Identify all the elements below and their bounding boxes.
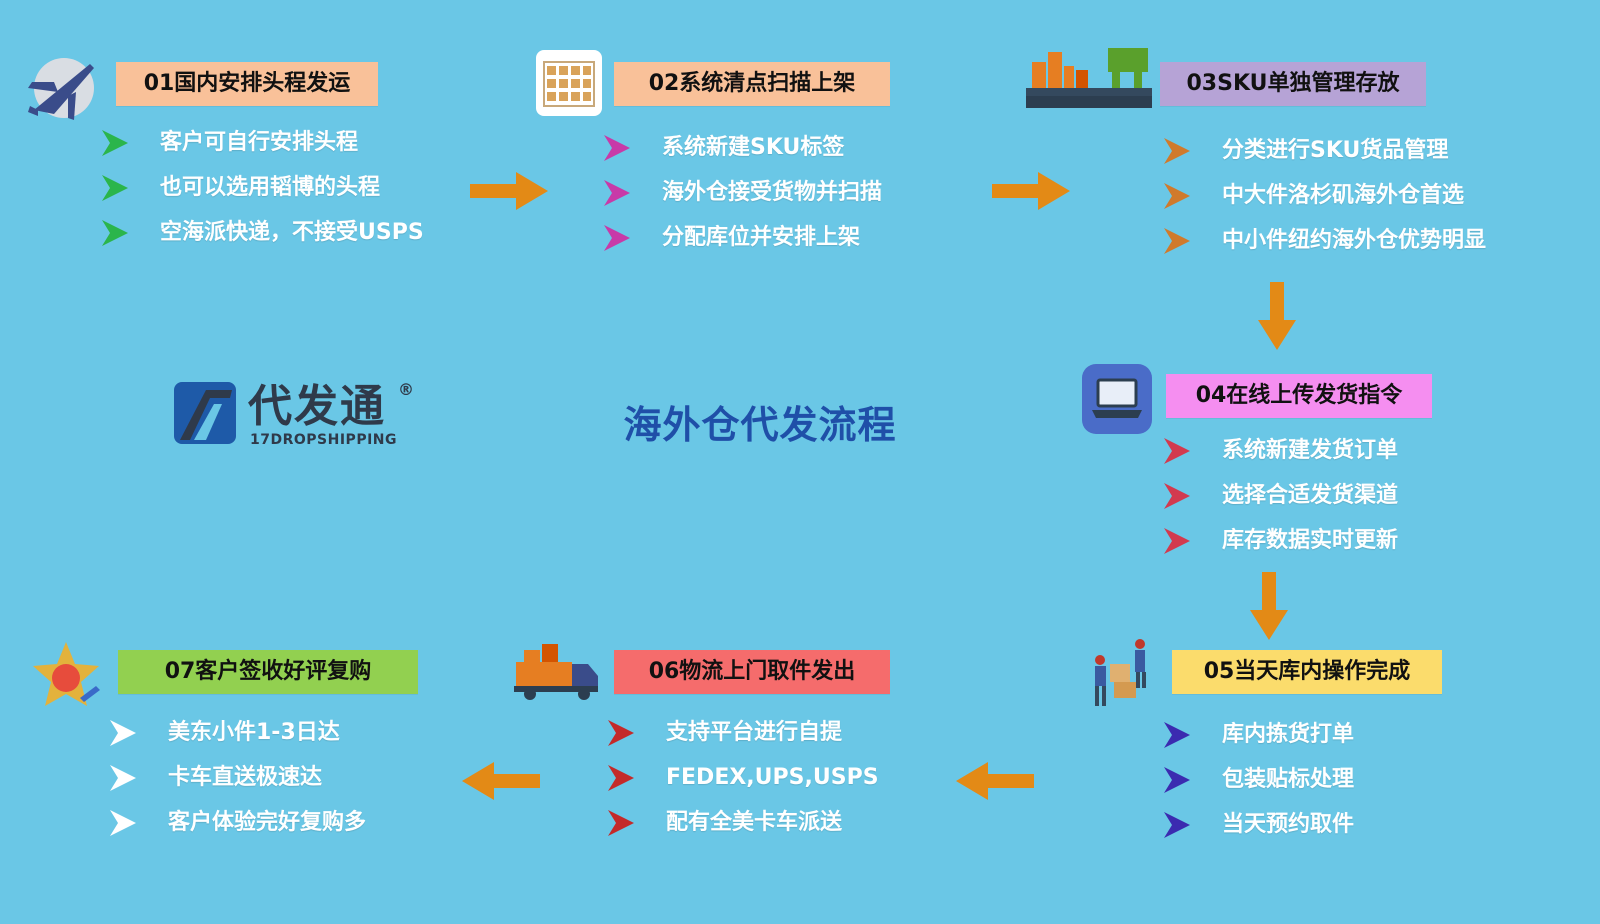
step-5-bullet: 包装贴标处理: [1162, 757, 1354, 802]
arrow-down-icon: [1250, 572, 1288, 640]
chevron-right-icon: [608, 720, 634, 746]
step-1-bullet: 空海派快递，不接受USPS: [100, 210, 424, 255]
step-6-bullet: 配有全美卡车派送: [606, 800, 879, 845]
step-1-bullets: 客户可自行安排头程 也可以选用韬博的头程 空海派快递，不接受USPS: [100, 120, 424, 255]
step-1-bullet: 客户可自行安排头程: [100, 120, 424, 165]
step-3-bullet: 中大件洛杉矶海外仓首选: [1162, 173, 1486, 218]
arrow-right-icon: [992, 172, 1070, 210]
chevron-right-icon: [102, 220, 128, 246]
arrow-right-icon: [470, 172, 548, 210]
brand-logo: 代发通 ® 17DROPSHIPPING: [170, 380, 430, 460]
arrow-left-icon: [462, 762, 540, 800]
chevron-right-icon: [604, 225, 630, 251]
step-2-bullet: 海外仓接受货物并扫描: [602, 170, 882, 215]
step-2-bullets: 系统新建SKU标签 海外仓接受货物并扫描 分配库位并安排上架: [602, 125, 882, 260]
chevron-right-icon: [110, 765, 136, 791]
step-7-bullet: 客户体验完好复购多: [108, 800, 366, 845]
step-1-bullet: 也可以选用韬博的头程: [100, 165, 424, 210]
step-7-bullet: 卡车直送极速达: [108, 755, 366, 800]
chevron-right-icon: [102, 175, 128, 201]
chevron-right-icon: [604, 180, 630, 206]
chevron-right-icon: [1164, 812, 1190, 838]
brand-tagline: 17DROPSHIPPING: [250, 432, 397, 448]
chevron-right-icon: [1164, 183, 1190, 209]
step-2-bullet: 分配库位并安排上架: [602, 215, 882, 260]
step-7-bullet: 美东小件1-3日达: [108, 710, 366, 755]
chevron-right-icon: [1164, 483, 1190, 509]
step-5-bullet: 库内拣货打单: [1162, 712, 1354, 757]
storage-racks-icon: [1026, 48, 1152, 114]
brand-name: 代发通: [248, 381, 386, 432]
step-6-bullets: 支持平台进行自提 FEDEX,UPS,USPS 配有全美卡车派送: [606, 710, 879, 845]
step-3-bullet: 分类进行SKU货品管理: [1162, 128, 1486, 173]
step-6-bullet: FEDEX,UPS,USPS: [606, 755, 879, 800]
arrow-down-icon: [1258, 282, 1296, 350]
chevron-right-icon: [110, 720, 136, 746]
step-4-bullets: 系统新建发货订单 选择合适发货渠道 库存数据实时更新: [1162, 428, 1398, 563]
star-badge-icon: [30, 640, 102, 716]
brand-registered-mark: ®: [398, 380, 414, 399]
step-5-bullets: 库内拣货打单 包装贴标处理 当天预约取件: [1162, 712, 1354, 847]
step-4-bullet: 库存数据实时更新: [1162, 518, 1398, 563]
step-2-title: 02系统清点扫描上架: [614, 62, 890, 106]
arrow-left-icon: [956, 762, 1034, 800]
chevron-right-icon: [102, 130, 128, 156]
chevron-right-icon: [1164, 722, 1190, 748]
chevron-right-icon: [604, 135, 630, 161]
step-7-bullets: 美东小件1-3日达 卡车直送极速达 客户体验完好复购多: [108, 710, 366, 845]
chevron-right-icon: [608, 810, 634, 836]
diagram-title: 海外仓代发流程: [623, 403, 897, 447]
step-6-bullet: 支持平台进行自提: [606, 710, 879, 755]
chevron-right-icon: [1164, 438, 1190, 464]
step-3-bullet: 中小件纽约海外仓优势明显: [1162, 218, 1486, 263]
workers-boxes-icon: [1092, 638, 1152, 714]
chevron-right-icon: [1164, 767, 1190, 793]
warehouse-shelf-icon: [536, 50, 602, 120]
chevron-right-icon: [1164, 228, 1190, 254]
step-1-title: 01国内安排头程发运: [116, 62, 378, 106]
step-2-bullet: 系统新建SKU标签: [602, 125, 882, 170]
brand-mark-icon: [174, 382, 236, 444]
step-3-title: 03SKU单独管理存放: [1160, 62, 1426, 106]
delivery-truck-icon: [514, 640, 602, 706]
chevron-right-icon: [1164, 528, 1190, 554]
step-7-title: 07客户签收好评复购: [118, 650, 418, 694]
step-3-bullets: 分类进行SKU货品管理 中大件洛杉矶海外仓首选 中小件纽约海外仓优势明显: [1162, 128, 1486, 263]
step-5-title: 05当天库内操作完成: [1172, 650, 1442, 694]
step-5-bullet: 当天预约取件: [1162, 802, 1354, 847]
chevron-right-icon: [110, 810, 136, 836]
step-4-bullet: 选择合适发货渠道: [1162, 473, 1398, 518]
step-6-title: 06物流上门取件发出: [614, 650, 890, 694]
step-4-title: 04在线上传发货指令: [1166, 374, 1432, 418]
chevron-right-icon: [608, 765, 634, 791]
chevron-right-icon: [1164, 138, 1190, 164]
step-4-bullet: 系统新建发货订单: [1162, 428, 1398, 473]
laptop-icon: [1082, 364, 1152, 438]
airplane-icon: [24, 52, 100, 126]
